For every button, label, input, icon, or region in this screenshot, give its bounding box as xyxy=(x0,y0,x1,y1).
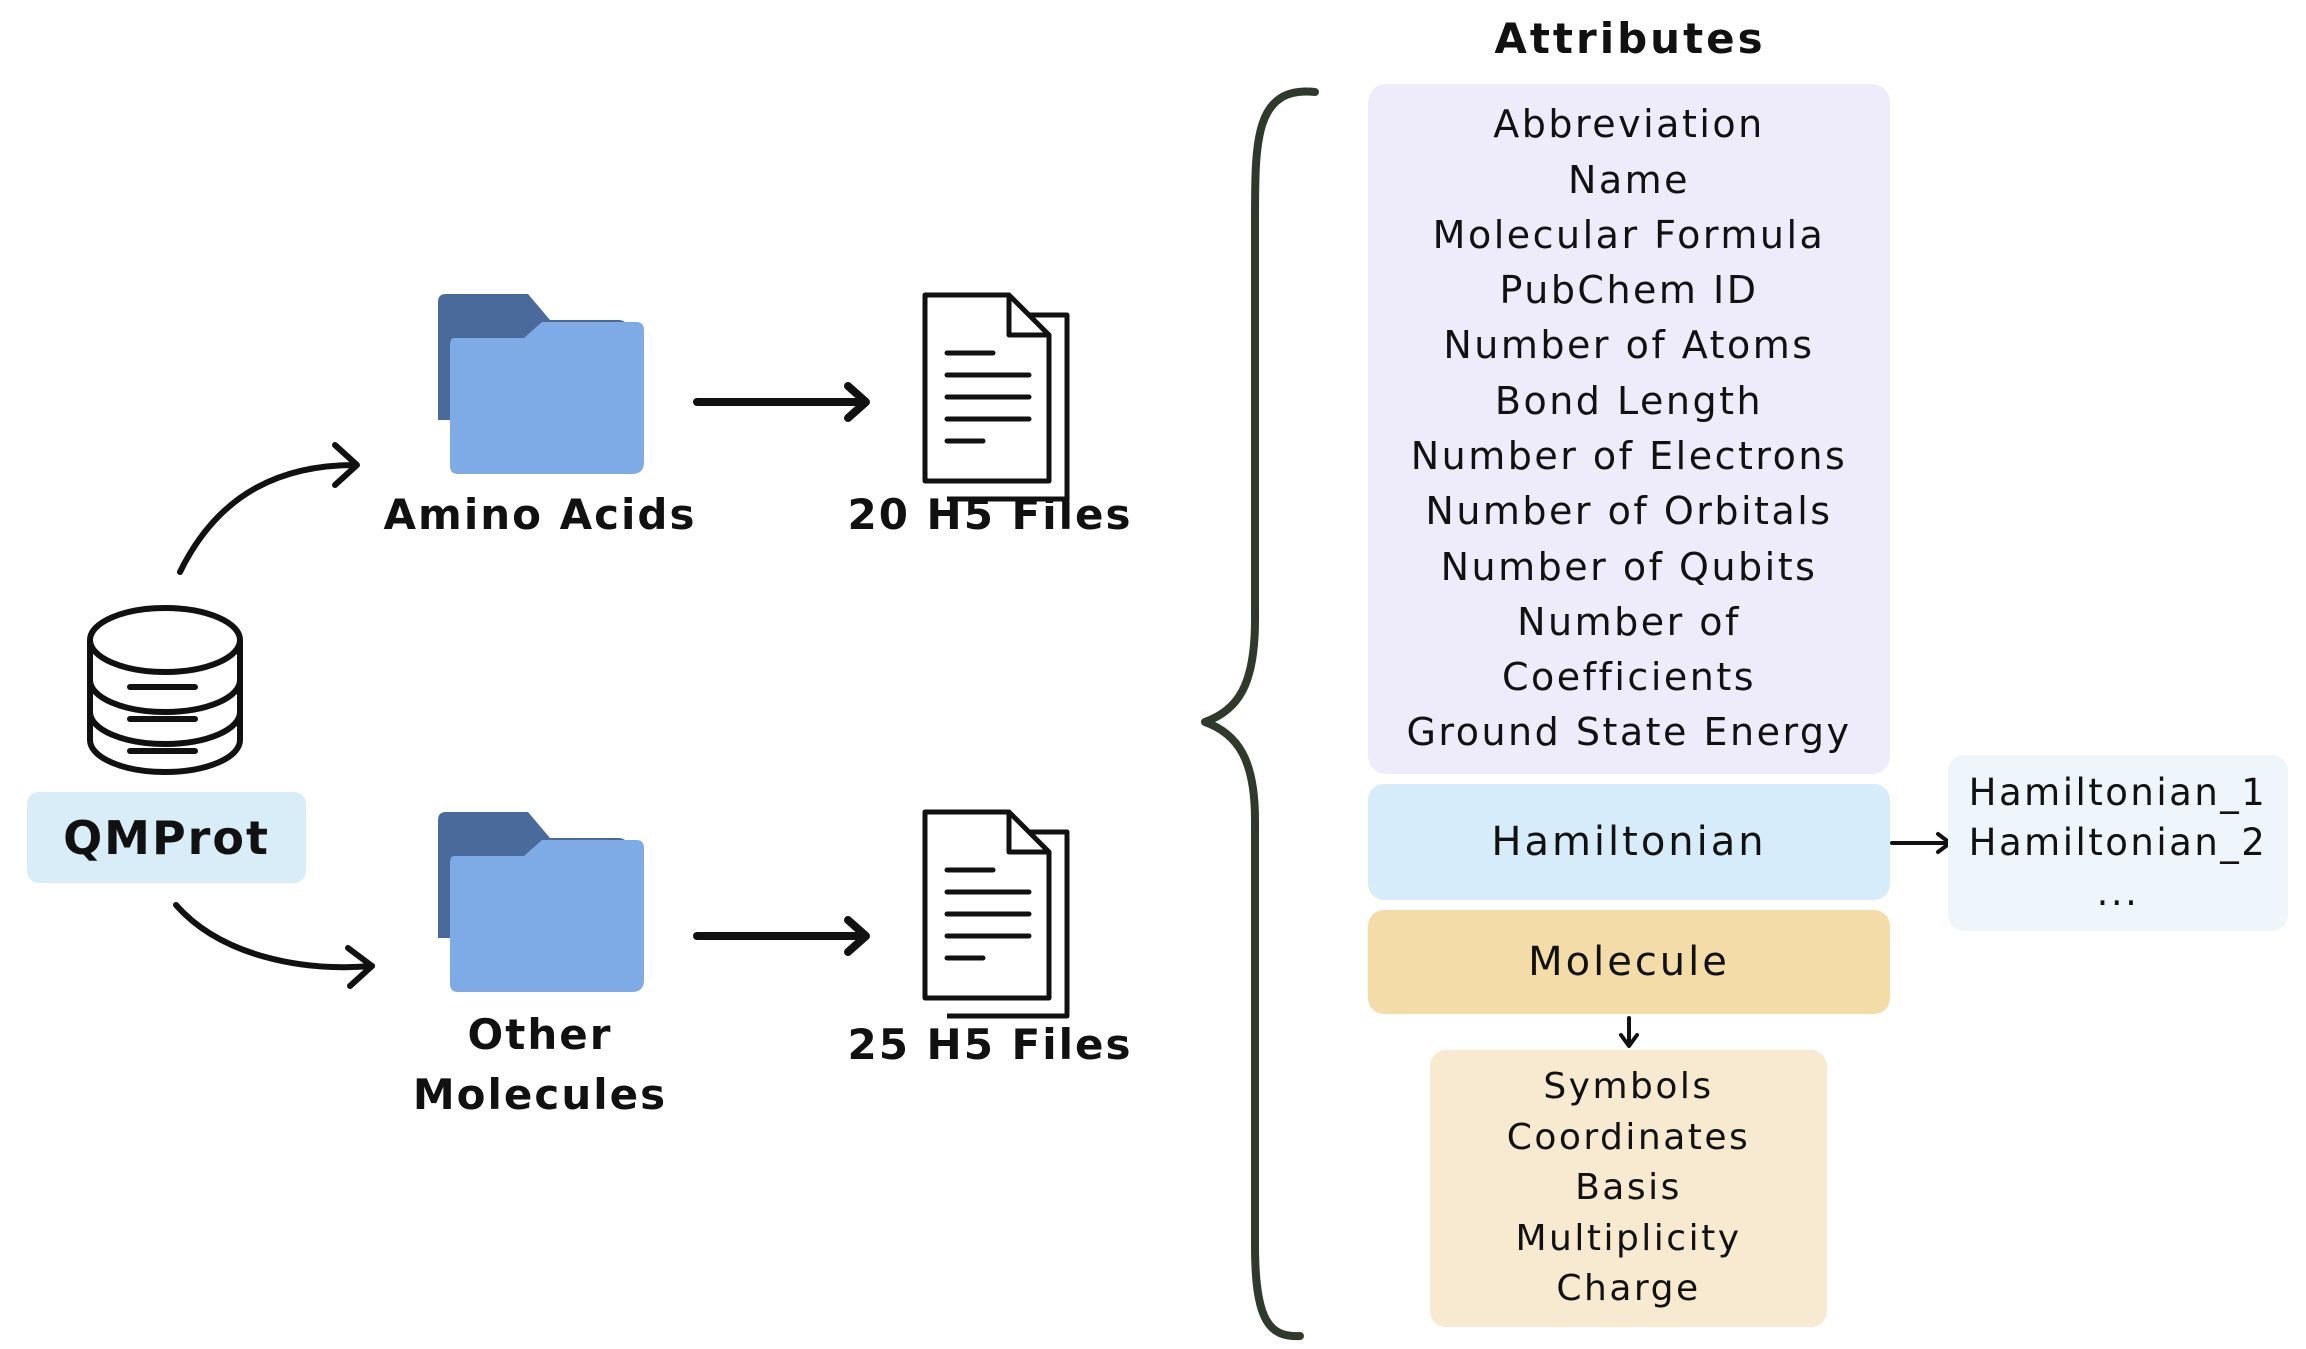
files-label-25: 25 H5 Files xyxy=(830,1020,1150,1069)
attribute-item: Number of Atoms xyxy=(1443,323,1815,368)
folder-label-line2: Molecules xyxy=(412,1070,668,1119)
folder-label-text: Amino Acids xyxy=(383,490,697,539)
molecule-arrow xyxy=(1619,1016,1639,1048)
root-label: QMProt xyxy=(63,810,270,865)
folder-to-files-arrows xyxy=(693,382,870,956)
document-stack-icon-25 xyxy=(925,812,1067,1016)
hamiltonian-list-panel: Hamiltonian_1 Hamiltonian_2 ... xyxy=(1948,755,2288,931)
folder-icon-amino xyxy=(438,294,644,474)
attribute-item: Number of Orbitals xyxy=(1425,489,1833,534)
document-stack-icon-20 xyxy=(925,295,1067,499)
hamiltonian-label: Hamiltonian xyxy=(1491,819,1767,865)
attribute-item: Molecular Formula xyxy=(1432,212,1826,257)
molecule-item: Basis xyxy=(1575,1167,1682,1209)
attribute-item: Coefficients xyxy=(1501,655,1757,700)
molecule-item: Coordinates xyxy=(1506,1116,1751,1158)
molecule-item: Multiplicity xyxy=(1515,1217,1742,1259)
attribute-item: Name xyxy=(1567,157,1691,202)
molecule-box: Molecule xyxy=(1368,910,1890,1014)
attribute-item: Bond Length xyxy=(1494,378,1764,423)
curly-brace xyxy=(1201,87,1319,1341)
files-label-text: 20 H5 Files xyxy=(847,490,1133,539)
folder-label-amino-acids: Amino Acids xyxy=(360,490,720,539)
attribute-item: Abbreviation xyxy=(1493,102,1765,147)
hamiltonian-item: Hamiltonian_2 xyxy=(1968,821,2268,864)
folder-label-other-molecules: Other Molecules xyxy=(360,1005,720,1125)
molecule-list-panel: Symbols Coordinates Basis Multiplicity C… xyxy=(1430,1050,1827,1327)
molecule-item: Charge xyxy=(1556,1268,1701,1310)
attributes-title: Attributes xyxy=(1494,14,1766,63)
attribute-item: Number of xyxy=(1517,599,1741,644)
folder-icon-other xyxy=(438,812,644,992)
hamiltonian-item-ellipsis: ... xyxy=(2096,871,2140,914)
files-label-text: 25 H5 Files xyxy=(847,1020,1133,1069)
files-label-20: 20 H5 Files xyxy=(830,490,1150,539)
attributes-panel: Abbreviation Name Molecular Formula PubC… xyxy=(1368,84,1890,774)
attribute-item: PubChem ID xyxy=(1499,268,1759,313)
hamiltonian-box: Hamiltonian xyxy=(1368,784,1890,900)
attribute-item: Number of Electrons xyxy=(1410,434,1848,478)
folder-label-line1: Other xyxy=(467,1010,613,1059)
database-icon xyxy=(87,605,243,775)
hamiltonian-item: Hamiltonian_1 xyxy=(1968,771,2268,814)
attribute-item: Ground State Energy xyxy=(1406,710,1852,755)
attribute-item: Number of Qubits xyxy=(1440,544,1818,589)
molecule-item: Symbols xyxy=(1543,1066,1714,1108)
root-qmprot-box: QMProt xyxy=(27,792,306,883)
root-to-branch-arrows xyxy=(173,442,375,989)
molecule-label: Molecule xyxy=(1528,939,1730,985)
hamiltonian-arrow xyxy=(1890,832,1952,854)
